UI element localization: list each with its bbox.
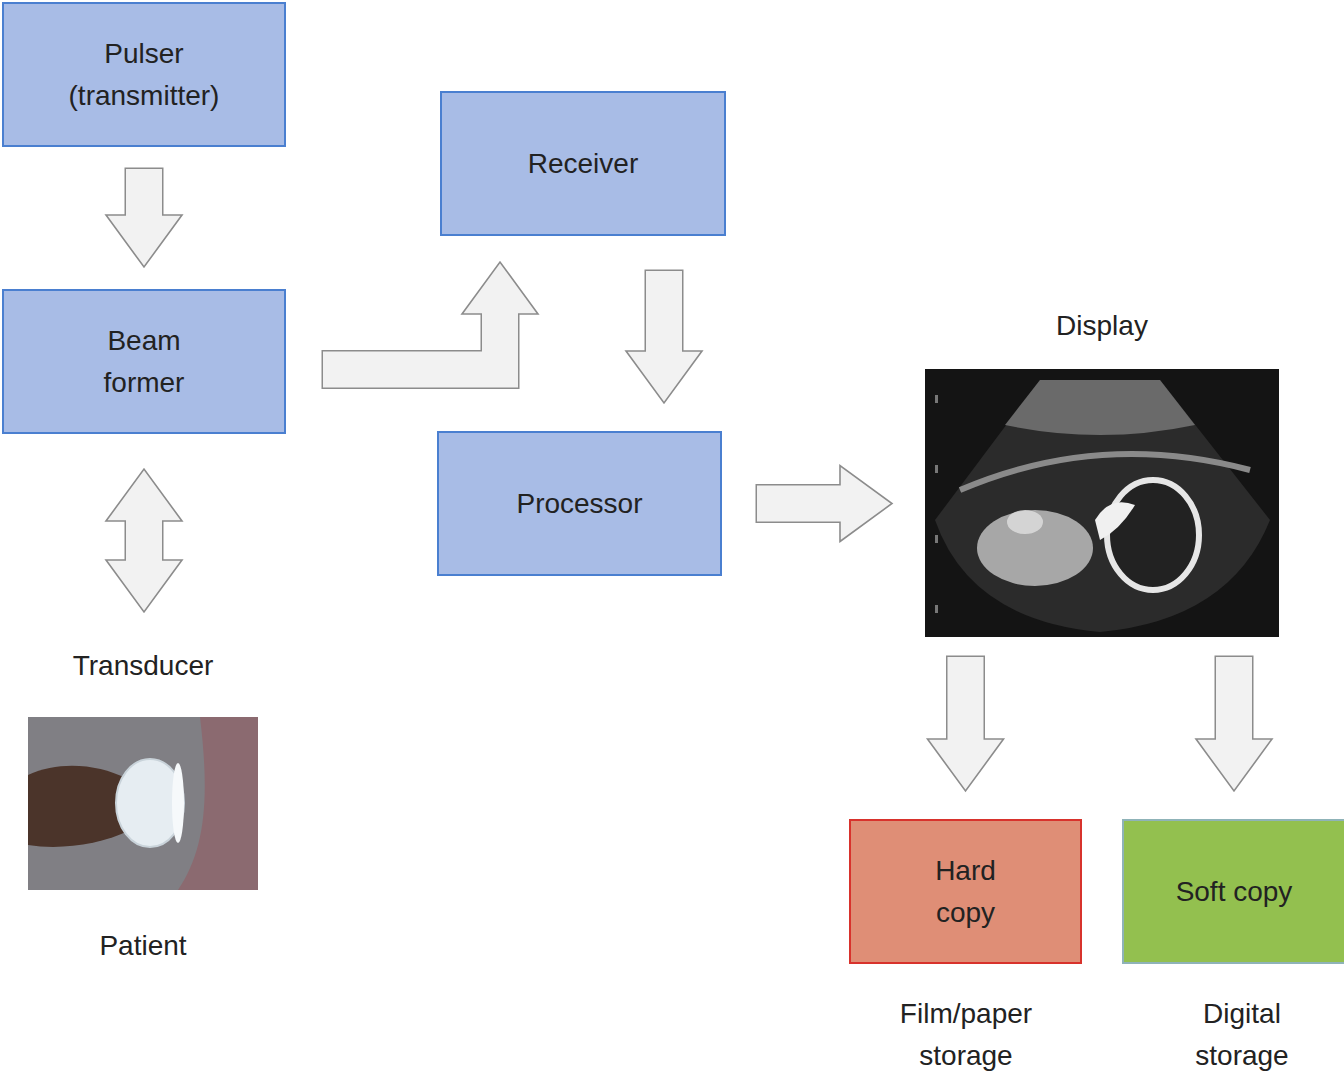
arrow-head [462, 262, 538, 314]
fetal-head [1107, 480, 1199, 590]
tick [935, 605, 938, 613]
block-arrow [322, 262, 539, 370]
arrow-shaft [757, 486, 843, 522]
processor-box: Processor [437, 431, 722, 576]
tick [935, 465, 938, 473]
arrow-head [106, 215, 182, 267]
tick [935, 395, 938, 403]
probe [116, 759, 184, 847]
beam-former-box: Beam former [2, 289, 286, 434]
pulser-box: Pulser (transmitter) [2, 2, 286, 147]
node-label: Soft copy [1176, 871, 1293, 913]
fetal-limb [1007, 510, 1043, 534]
block-arrow [106, 469, 182, 612]
arrow-shaft [126, 169, 162, 218]
transducer-photo [28, 717, 258, 890]
screen [925, 369, 1279, 637]
block-arrow [1196, 656, 1272, 792]
block-arrow [756, 466, 893, 542]
node-label: Processor [516, 483, 642, 525]
node-label: Display [1056, 305, 1148, 347]
arrow-head [928, 739, 1004, 791]
probe-face [172, 763, 184, 843]
arrow-head [1196, 739, 1272, 791]
uterine-wall [960, 454, 1250, 490]
receiver-box: Receiver [440, 91, 726, 236]
photo-ground [28, 717, 258, 890]
display-figure: Display [925, 305, 1279, 637]
arrow-head [840, 466, 892, 542]
arrow-head [106, 469, 182, 521]
block-arrow [626, 270, 702, 404]
arrow-shaft [1216, 657, 1252, 742]
storage-label: Digital storage [1177, 993, 1307, 1077]
arrow-head [626, 351, 702, 403]
arrow-shaft [323, 311, 500, 370]
scan-sector [935, 380, 1270, 632]
soft-copy-box: Soft copy [1122, 819, 1344, 964]
node-label: Pulser (transmitter) [37, 33, 252, 117]
hard-copy-box: Hard copy [849, 819, 1082, 964]
block-arrow [106, 168, 182, 268]
patient-skin [178, 717, 258, 890]
node-label: Patient [99, 925, 186, 967]
node-label: Beam former [69, 320, 219, 404]
near-field [1005, 380, 1195, 435]
hand [28, 766, 130, 847]
node-label: Receiver [528, 143, 638, 185]
fetal-body [977, 510, 1093, 586]
arrow-shaft [646, 271, 682, 354]
node-label: Hard copy [906, 850, 1026, 934]
block-arrow [928, 656, 1004, 792]
transducer-figure: TransducerPatient [28, 645, 258, 967]
tick [935, 535, 938, 543]
fetal-face [1095, 502, 1135, 540]
arrow-shaft [948, 657, 984, 742]
ultrasound-image [925, 369, 1279, 637]
arrow-head [106, 560, 182, 612]
storage-label: Film/paper storage [881, 993, 1051, 1077]
node-label: Transducer [73, 645, 214, 687]
arrow-shaft [126, 518, 162, 563]
